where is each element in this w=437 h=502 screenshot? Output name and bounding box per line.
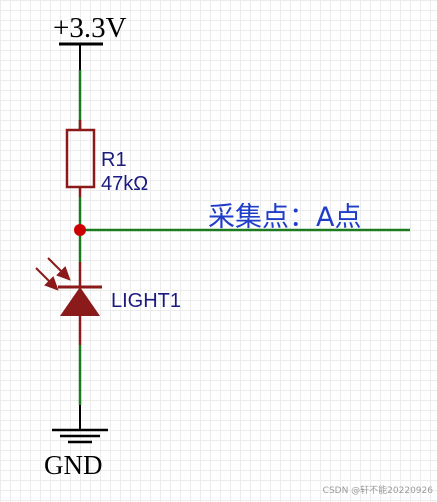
ground-label: GND [44, 450, 103, 480]
light-arrows-icon [35, 257, 71, 291]
resistor-body [65, 128, 96, 189]
resistor-value: 47kΩ [101, 173, 149, 195]
resistor-ref: R1 [101, 149, 127, 171]
sample-point-label: 采集点：A点 [208, 202, 362, 233]
junction-node-a [74, 224, 86, 236]
supply-label: +3.3V [53, 12, 127, 44]
sensor-triangle [60, 287, 100, 316]
ground-icon [52, 428, 108, 444]
watermark: CSDN @轩不能20220926 [322, 486, 433, 496]
sensor-ref: LIGHT1 [111, 290, 182, 312]
